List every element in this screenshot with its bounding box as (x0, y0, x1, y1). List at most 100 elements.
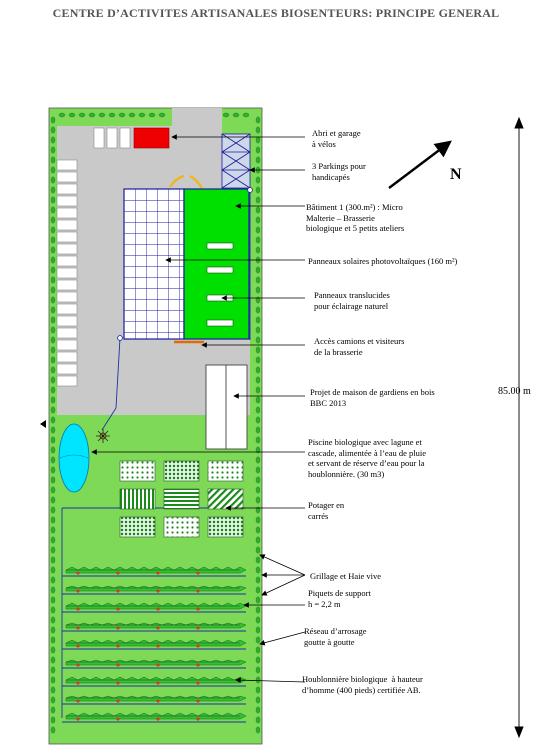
support-post (196, 589, 200, 593)
hedge-dot (255, 446, 261, 454)
hedge-dot (255, 226, 261, 234)
hedge-dot (68, 112, 76, 118)
hedge-dot (50, 306, 56, 314)
hedge-dot (255, 146, 261, 154)
hedge-dot (50, 396, 56, 404)
hedge-dot (255, 396, 261, 404)
hedge-dot (255, 606, 261, 614)
hop-row (62, 659, 247, 669)
hedge-dot (50, 566, 56, 574)
hedge-dot (50, 536, 56, 544)
hedge-dot (50, 426, 56, 434)
label-houblonniere: Houblonnière biologique à hauteur d’homm… (302, 674, 423, 695)
parking-stall (56, 255, 78, 267)
hedge-dot (50, 676, 56, 684)
hedge-dot (255, 556, 261, 564)
hop-row (62, 676, 247, 687)
hedge-dot (158, 112, 166, 118)
label-potager: Potager en carrés (308, 500, 345, 521)
hedge-dot (255, 676, 261, 684)
hedge-dot (50, 376, 56, 384)
hedge-dot (50, 356, 56, 364)
parking-stall (56, 219, 78, 231)
hedge-dot (50, 416, 56, 424)
support-post (116, 644, 120, 648)
support-post (156, 644, 160, 648)
hedge-dot (255, 286, 261, 294)
hedge-dot (50, 476, 56, 484)
hedge-dot (50, 636, 56, 644)
hedge-dot (50, 686, 56, 694)
hedge-dot (50, 446, 56, 454)
hedge-dot (255, 666, 261, 674)
north-label: N (450, 166, 462, 183)
hop-row (62, 622, 247, 632)
hedge-dot (255, 136, 261, 144)
support-post (76, 681, 80, 685)
parking-stall (56, 207, 78, 219)
support-post (196, 644, 200, 648)
hedge-dot (50, 656, 56, 664)
label-reseau: Réseau d’arrosage goutte à goutte (304, 626, 367, 647)
hedge-dot (50, 276, 56, 284)
hedge-dot (50, 626, 56, 634)
parking-stall (56, 159, 78, 171)
support-post (156, 681, 160, 685)
hedge-dot (255, 366, 261, 374)
support-post (116, 681, 120, 685)
hedge-dot (50, 206, 56, 214)
parking-stall (56, 279, 78, 291)
hedge-dot (50, 346, 56, 354)
support-post (76, 571, 80, 575)
hedge-dot (50, 726, 56, 734)
support-post (196, 571, 200, 575)
hedge-dot (50, 556, 56, 564)
hedge-dot (255, 716, 261, 724)
hedge-dot (50, 596, 56, 604)
bio-pool (58, 423, 90, 493)
parking-stall (56, 171, 78, 183)
hop-row (62, 602, 247, 613)
hedge-dot (50, 266, 56, 274)
support-post (76, 699, 80, 703)
hedge-dot (50, 186, 56, 194)
support-post (116, 717, 120, 721)
label-acces: Accès camions et visiteurs de la brasser… (314, 336, 405, 357)
parking-stall (56, 291, 78, 303)
hop-row (62, 712, 247, 723)
hedge-dot (50, 236, 56, 244)
hedge-dot (255, 726, 261, 734)
hedge-dot (50, 146, 56, 154)
parking-stall (56, 183, 78, 195)
hedge-dot (50, 126, 56, 134)
hedge-dot (50, 496, 56, 504)
hop-row (62, 585, 247, 595)
support-post (76, 717, 80, 721)
hedge-dot (255, 436, 261, 444)
hedge-dot (255, 596, 261, 604)
hedge-dot (255, 186, 261, 194)
hedge-dot (50, 606, 56, 614)
hedge-dot (255, 206, 261, 214)
hedge-dot (50, 466, 56, 474)
hedge-dots (50, 112, 261, 734)
hedge-dot (255, 406, 261, 414)
hedge-dot (255, 276, 261, 284)
hedge-dot (255, 196, 261, 204)
hedge-dot (255, 336, 261, 344)
hedge-dot (255, 216, 261, 224)
hedge-dot (50, 576, 56, 584)
label-abri: Abri et garage à vélos (312, 128, 361, 149)
support-post (196, 699, 200, 703)
parking-stall (56, 375, 78, 387)
label-parkings: 3 Parkings pour handicapés (312, 161, 366, 182)
parking-stalls (56, 159, 78, 387)
cascade-icon (96, 429, 110, 443)
hop-rows (62, 566, 247, 723)
hedge-dot (118, 112, 126, 118)
vegetable-garden (119, 460, 244, 538)
hedge-dot (50, 646, 56, 654)
hedge-dot (50, 546, 56, 554)
support-post (156, 717, 160, 721)
